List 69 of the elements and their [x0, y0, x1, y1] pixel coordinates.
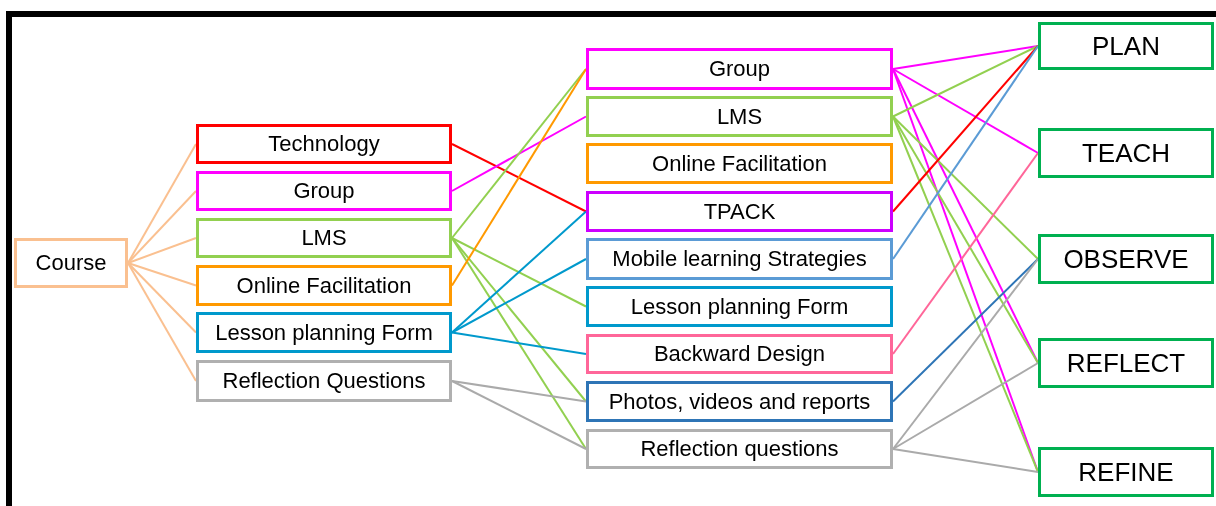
box-label: TEACH [1081, 136, 1171, 170]
box-label: Group [708, 55, 771, 83]
box-label: Backward Design [653, 340, 826, 368]
connector-line [127, 190, 197, 264]
concept-box [586, 143, 893, 184]
concept-box [586, 96, 893, 137]
concept-box [196, 218, 452, 258]
connector-line [451, 115, 587, 192]
connector-line [892, 258, 1039, 450]
concept-box [196, 124, 452, 164]
concept-box [1038, 22, 1214, 70]
connector-line [892, 68, 1039, 154]
connector-line [892, 45, 1039, 70]
connector-line [892, 45, 1039, 213]
connector-line [127, 237, 197, 264]
box-label: Online Facilitation [236, 271, 412, 300]
connector-line [892, 45, 1039, 118]
connector-line [892, 448, 1039, 473]
concept-box [196, 312, 452, 353]
box-label: Reflection questions [640, 435, 839, 463]
box-label: Online Facilitation [652, 149, 827, 178]
concept-box [586, 334, 893, 374]
box-label: TPACK [703, 197, 776, 226]
concept-box [586, 48, 893, 90]
box-label: OBSERVE [1063, 242, 1189, 276]
box-label: Reflection Questions [222, 367, 426, 395]
connector-line [451, 258, 587, 334]
connector-line [892, 362, 1039, 450]
concept-box [14, 238, 128, 288]
concept-box [1038, 338, 1214, 388]
concept-box [1038, 128, 1214, 178]
connector-line [127, 262, 197, 334]
connector-line [451, 380, 587, 403]
connector-line [451, 380, 587, 450]
box-label: Lesson planning Form [215, 318, 433, 347]
box-label: Technology [268, 130, 380, 158]
box-label: Group [293, 177, 355, 205]
connector-line [451, 210, 587, 334]
connector-line [892, 115, 1039, 260]
connector-line [127, 143, 197, 264]
concept-box [196, 360, 452, 402]
box-label: Lesson planning Form [630, 292, 849, 321]
connector-line [892, 258, 1039, 403]
connector-line [451, 68, 587, 287]
box-label: Course [35, 249, 107, 277]
concept-box [196, 265, 452, 306]
box-label: LMS [301, 224, 347, 252]
connector-line [451, 237, 587, 308]
concept-box [586, 191, 893, 232]
connector-line [451, 237, 587, 403]
connector-line [451, 331, 587, 355]
box-label: PLAN [1092, 29, 1160, 63]
concept-box [586, 238, 893, 280]
box-label: LMS [716, 102, 763, 131]
connector-line [127, 262, 197, 382]
concept-box [586, 381, 893, 422]
concept-box [1038, 447, 1214, 497]
box-label: REFINE [1078, 455, 1174, 489]
box-label: Photos, videos and reports [608, 387, 871, 416]
box-label: REFLECT [1066, 346, 1186, 380]
concept-box [586, 429, 893, 469]
concept-box [1038, 234, 1214, 284]
connector-line [451, 143, 587, 213]
box-label: Mobile learning Strategies [612, 245, 867, 273]
concept-box [586, 286, 893, 327]
connector-line [892, 152, 1039, 355]
connector-line [892, 45, 1039, 260]
concept-box [196, 171, 452, 211]
connector-line [127, 262, 197, 287]
